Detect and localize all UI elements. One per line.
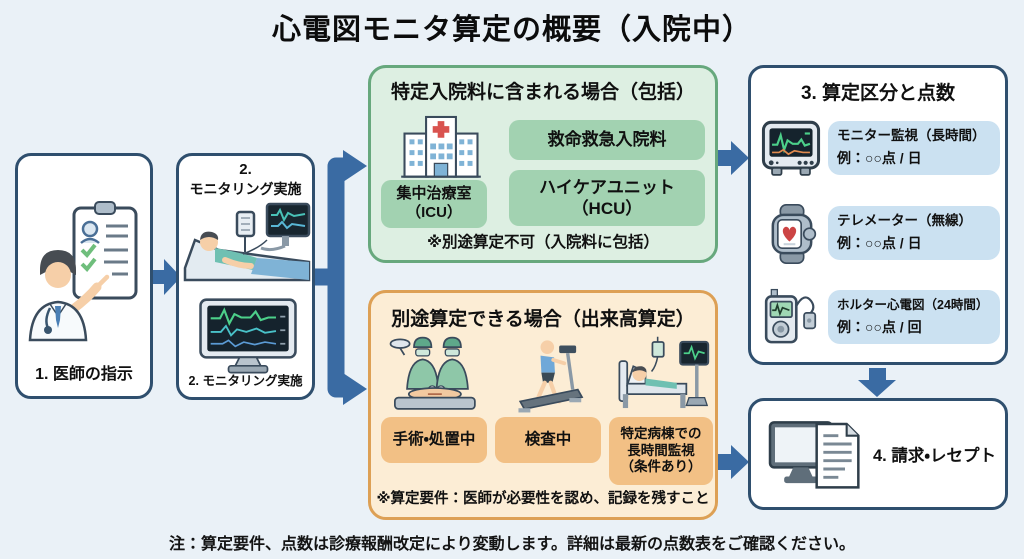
scoring-example: 例：○○点 / 回 bbox=[837, 318, 922, 335]
step2-caption: 2. モニタリング実施 bbox=[188, 374, 303, 388]
arrow-included-to-scoring bbox=[716, 141, 749, 175]
arrow-separate-to-billing bbox=[716, 445, 749, 479]
scoring-pill: モニター監視（長時間） 例：○○点 / 日 bbox=[828, 121, 1000, 175]
treadmill-icon bbox=[518, 340, 584, 413]
footnote: 注：算定要件、点数は診療報酬改定により変動します。詳細は最新の点数表をご確認くだ… bbox=[168, 536, 856, 553]
ecg-monitor-icon bbox=[199, 298, 297, 374]
billing-box: 4. 請求・レセプト bbox=[748, 398, 1008, 510]
emergency-admission-pill: 救命救急入院料 bbox=[509, 120, 705, 160]
step1-label: 1. 医師の指示 bbox=[35, 366, 133, 383]
arrow-step1-to-step2 bbox=[151, 259, 181, 295]
step2-box: 2. モニタリング実施 bbox=[176, 153, 315, 400]
examination-label: 検査中 bbox=[524, 431, 572, 449]
hcu-pill: ハイケアユニット （HCU） bbox=[509, 170, 705, 226]
included-box: 特定入院料に含まれる場合（包括） 集中治療室 （ICU） 救命救急入院料 ハイケ… bbox=[368, 65, 718, 263]
computer-document-icon bbox=[768, 421, 860, 489]
hcu-label: ハイケアユニット （HCU） bbox=[539, 177, 675, 218]
scoring-example: 例：○○点 / 日 bbox=[837, 150, 922, 167]
billing-label: 4. 請求・レセプト bbox=[873, 447, 996, 465]
page-title: 心電図モニタ算定の概要（入院中） bbox=[271, 14, 752, 46]
surgery-label: 手術・処置中 bbox=[392, 431, 476, 449]
scoring-box: 3. 算定区分と点数 モニター監視（長時間） 例：○○点 / 日 bbox=[748, 65, 1008, 365]
patient-bed-icon bbox=[183, 202, 311, 282]
step2-number: 2. bbox=[239, 161, 252, 178]
hospital-icon bbox=[401, 115, 481, 178]
icu-pill: 集中治療室 （ICU） bbox=[381, 180, 487, 228]
bed-monitoring-icon bbox=[618, 336, 710, 409]
bedside-monitor-icon bbox=[761, 120, 821, 176]
scoring-pill: ホルター心電図（24時間） 例：○○点 / 回 bbox=[828, 290, 1000, 344]
surgery-pill: 手術・処置中 bbox=[381, 417, 487, 463]
separate-title: 別途算定できる場合（出来高算定） bbox=[391, 309, 695, 330]
separate-box: 別途算定できる場合（出来高算定） bbox=[368, 290, 718, 520]
holter-recorder-icon bbox=[764, 288, 817, 344]
doctor-clipboard-icon bbox=[28, 201, 138, 342]
scoring-name: モニター監視（長時間） bbox=[837, 128, 986, 144]
emergency-admission-label: 救命救急入院料 bbox=[547, 130, 667, 150]
smartwatch-icon bbox=[771, 204, 817, 264]
step1-box: 1. 医師の指示 bbox=[15, 153, 153, 399]
included-note: ※別途算定不可（入院料に包括） bbox=[426, 234, 660, 251]
arrow-scoring-to-billing bbox=[858, 368, 896, 397]
separate-note: ※算定要件：医師が必要性を認め、記録を残すこと bbox=[376, 491, 710, 507]
icu-label: 集中治療室 （ICU） bbox=[396, 185, 472, 221]
surgery-icon bbox=[389, 336, 476, 410]
examination-pill: 検査中 bbox=[495, 417, 601, 463]
included-title: 特定入院料に含まれる場合（包括） bbox=[390, 82, 695, 103]
step2-title: モニタリング実施 bbox=[189, 181, 302, 197]
scoring-title: 3. 算定区分と点数 bbox=[800, 83, 956, 104]
ward-monitoring-pill: 特定病棟での 長時間監視 （条件あり） bbox=[609, 417, 713, 485]
scoring-example: 例：○○点 / 日 bbox=[837, 235, 922, 252]
ward-monitoring-label: 特定病棟での 長時間監視 （条件あり） bbox=[620, 425, 702, 475]
branch-connector bbox=[314, 150, 367, 405]
scoring-name: ホルター心電図（24時間） bbox=[837, 297, 989, 312]
scoring-name: テレメーター（無線） bbox=[837, 213, 972, 229]
scoring-pill: テレメーター（無線） 例：○○点 / 日 bbox=[828, 206, 1000, 260]
